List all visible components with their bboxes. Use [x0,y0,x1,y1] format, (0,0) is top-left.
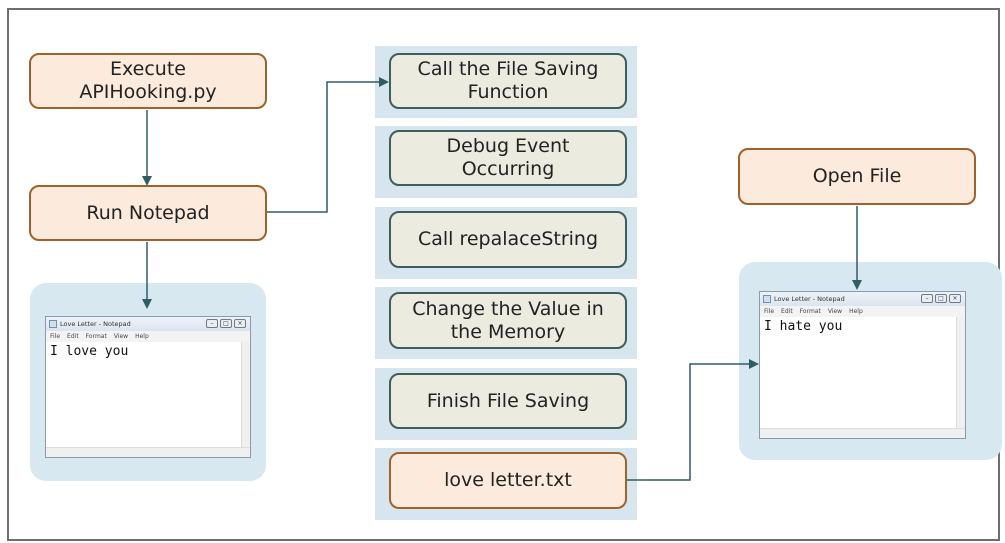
menu-format[interactable]: Format [799,308,821,315]
menu-edit[interactable]: Edit [781,308,793,315]
arrow-run-to-call-saving [267,77,389,213]
menu-help[interactable]: Help [135,333,149,340]
horizontal-scrollbar[interactable] [760,428,965,438]
maximize-icon[interactable]: □ [935,294,947,303]
run-notepad-box: Run Notepad [29,185,267,241]
love-letter-file-box: love letter.txt [389,452,627,509]
arrow-file-to-notepad [627,359,759,481]
vertical-scrollbar[interactable] [956,317,965,429]
close-icon[interactable]: × [949,294,961,303]
notepad-content[interactable]: I hate you [764,319,843,334]
minimize-icon[interactable]: – [206,319,218,328]
close-icon[interactable]: × [234,319,246,328]
notepad-app-icon [763,295,771,303]
notepad-window-right: Love Letter - Notepad – □ × File Edit Fo… [759,291,966,439]
notepad-title-bar: Love Letter - Notepad – □ × [760,292,965,306]
debug-event-box: Debug Event Occurring [389,130,627,186]
maximize-icon[interactable]: □ [220,319,232,328]
horizontal-scrollbar[interactable] [46,447,250,457]
notepad-title: Love Letter - Notepad [60,320,131,328]
execute-box: Execute APIHooking.py [29,53,267,109]
call-replace-string-box: Call repalaceString [389,211,627,268]
menu-format[interactable]: Format [85,333,107,340]
notepad-content[interactable]: I love you [50,344,129,359]
notepad-window-left: Love Letter - Notepad – □ × File Edit Fo… [45,316,251,458]
notepad-title: Love Letter - Notepad [774,295,845,303]
menu-help[interactable]: Help [849,308,863,315]
menu-file[interactable]: File [50,333,61,340]
notepad-title-bar: Love Letter - Notepad – □ × [46,317,250,331]
menu-view[interactable]: View [827,308,843,315]
finish-file-saving-box: Finish File Saving [389,373,627,429]
notepad-app-icon [49,320,57,328]
notepad-menu-bar: File Edit Format View Help [760,306,965,317]
menu-file[interactable]: File [764,308,775,315]
minimize-icon[interactable]: – [921,294,933,303]
notepad-menu-bar: File Edit Format View Help [46,331,250,342]
call-file-saving-box: Call the File Saving Function [389,53,627,109]
open-file-box: Open File [738,148,976,205]
vertical-scrollbar[interactable] [241,342,250,448]
menu-view[interactable]: View [113,333,129,340]
menu-edit[interactable]: Edit [67,333,79,340]
change-memory-value-box: Change the Value in the Memory [389,292,627,349]
